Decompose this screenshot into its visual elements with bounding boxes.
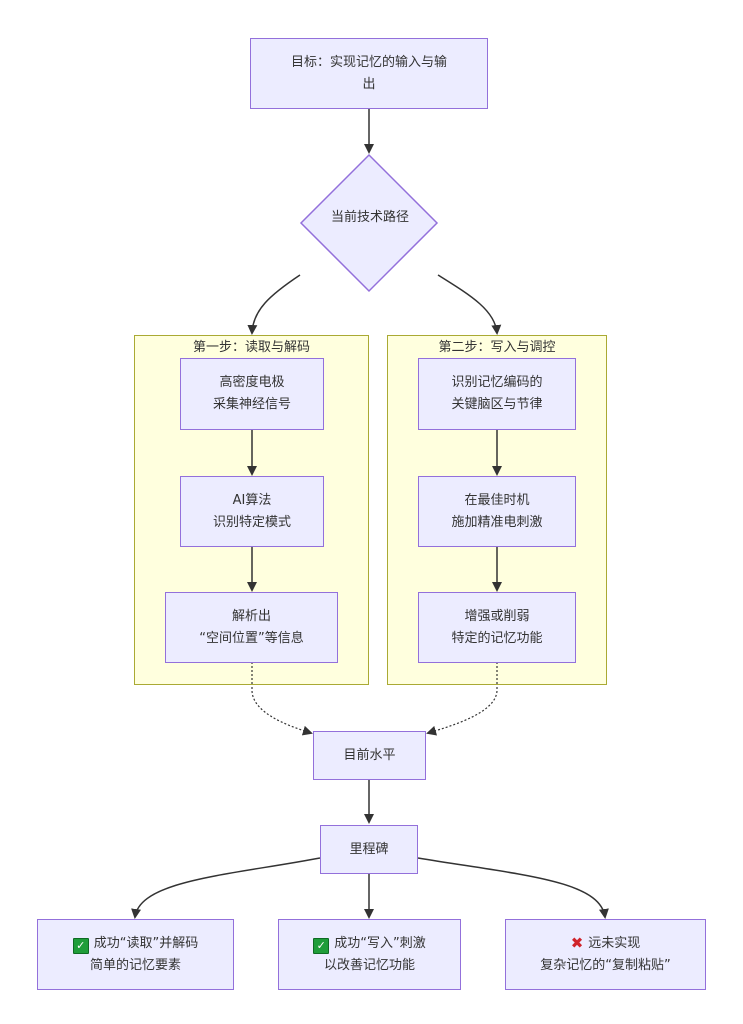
step2-node-3: 增强或削弱 特定的记忆功能 — [418, 592, 576, 663]
outcome-2-line-1: ✓成功“写入”刺激 — [313, 933, 426, 955]
outcome-3-line-2: 复杂记忆的“复制粘贴” — [540, 958, 671, 973]
outcome-node-2: ✓成功“写入”刺激 以改善记忆功能 — [278, 919, 461, 990]
step1-title: 第一步：读取与解码 — [192, 340, 310, 355]
outcome-2-text-1: 成功“写入”刺激 — [334, 935, 426, 951]
step2-node-2-line-2: 施加精准电刺激 — [451, 514, 543, 530]
step2-node-1-line-1: 识别记忆编码的 — [451, 375, 543, 390]
outcome-2-line-2: 以改善记忆功能 — [323, 957, 415, 973]
step2-node-3-line-2: 特定的记忆功能 — [451, 630, 543, 646]
edge-decision-to-step1 — [247, 274, 301, 335]
edge-step1-to-current-level — [251, 667, 313, 736]
step1-node-2: AI算法 识别特定模式 — [180, 476, 324, 547]
step1-node-3: 解析出 “空间位置”等信息 — [165, 592, 338, 663]
check-icon: ✓ — [72, 937, 89, 954]
step2-node-1: 识别记忆编码的 关键脑区与节律 — [418, 358, 576, 430]
step1-node-1-line-2: 采集神经信号 — [212, 397, 291, 412]
outcome-node-1: ✓成功“读取”并解码 简单的记忆要素 — [37, 919, 234, 990]
decision-label: 当前技术路径 — [330, 210, 409, 225]
outcome-node-3: ✖ 远未实现 复杂记忆的“复制粘贴” — [505, 919, 706, 990]
milestone-node: 里程碑 — [320, 825, 418, 874]
cross-icon: ✖ — [570, 934, 584, 952]
edge-milestone-to-outcome-3 — [417, 857, 609, 919]
outcome-1-text-1: 成功“读取”并解码 — [93, 935, 199, 951]
goal-node: 目标：实现记忆的输入与输 出 — [250, 38, 488, 109]
step1-node-3-line-1: 解析出 — [231, 608, 271, 624]
edge-decision-to-step2 — [437, 274, 502, 335]
edge-milestone-to-outcome-1 — [131, 857, 321, 919]
step2-title: 第二步：写入与调控 — [438, 340, 556, 355]
current-level-label: 目前水平 — [343, 747, 396, 763]
step1-node-1: 高密度电极 采集神经信号 — [180, 358, 324, 430]
step2-node-2-line-1: 在最佳时机 — [464, 492, 530, 508]
step1-node-2-line-2: 识别特定模式 — [212, 514, 291, 530]
step1-node-3-line-2: “空间位置”等信息 — [199, 630, 304, 646]
outcome-3-line-1: ✖ 远未实现 — [571, 932, 641, 955]
milestone-label: 里程碑 — [349, 841, 389, 857]
goal-line-1: 目标：实现记忆的输入与输 — [290, 54, 447, 70]
step1-node-1-line-1: 高密度电极 — [219, 375, 285, 390]
step2-node-2: 在最佳时机 施加精准电刺激 — [418, 476, 576, 547]
step2-node-3-line-1: 增强或削弱 — [464, 608, 530, 624]
edge-step2-to-current-level — [426, 667, 498, 736]
goal-line-2: 出 — [362, 76, 376, 92]
step1-node-2-line-1: AI算法 — [232, 492, 272, 508]
step2-node-1-line-2: 关键脑区与节律 — [451, 397, 543, 412]
decision-diamond — [299, 153, 439, 293]
outcome-1-line-2: 简单的记忆要素 — [89, 957, 181, 973]
outcome-3-text-1: 远未实现 — [588, 936, 641, 951]
current-level-node: 目前水平 — [313, 731, 426, 780]
check-icon: ✓ — [313, 937, 330, 954]
outcome-1-line-1: ✓成功“读取”并解码 — [72, 933, 199, 955]
